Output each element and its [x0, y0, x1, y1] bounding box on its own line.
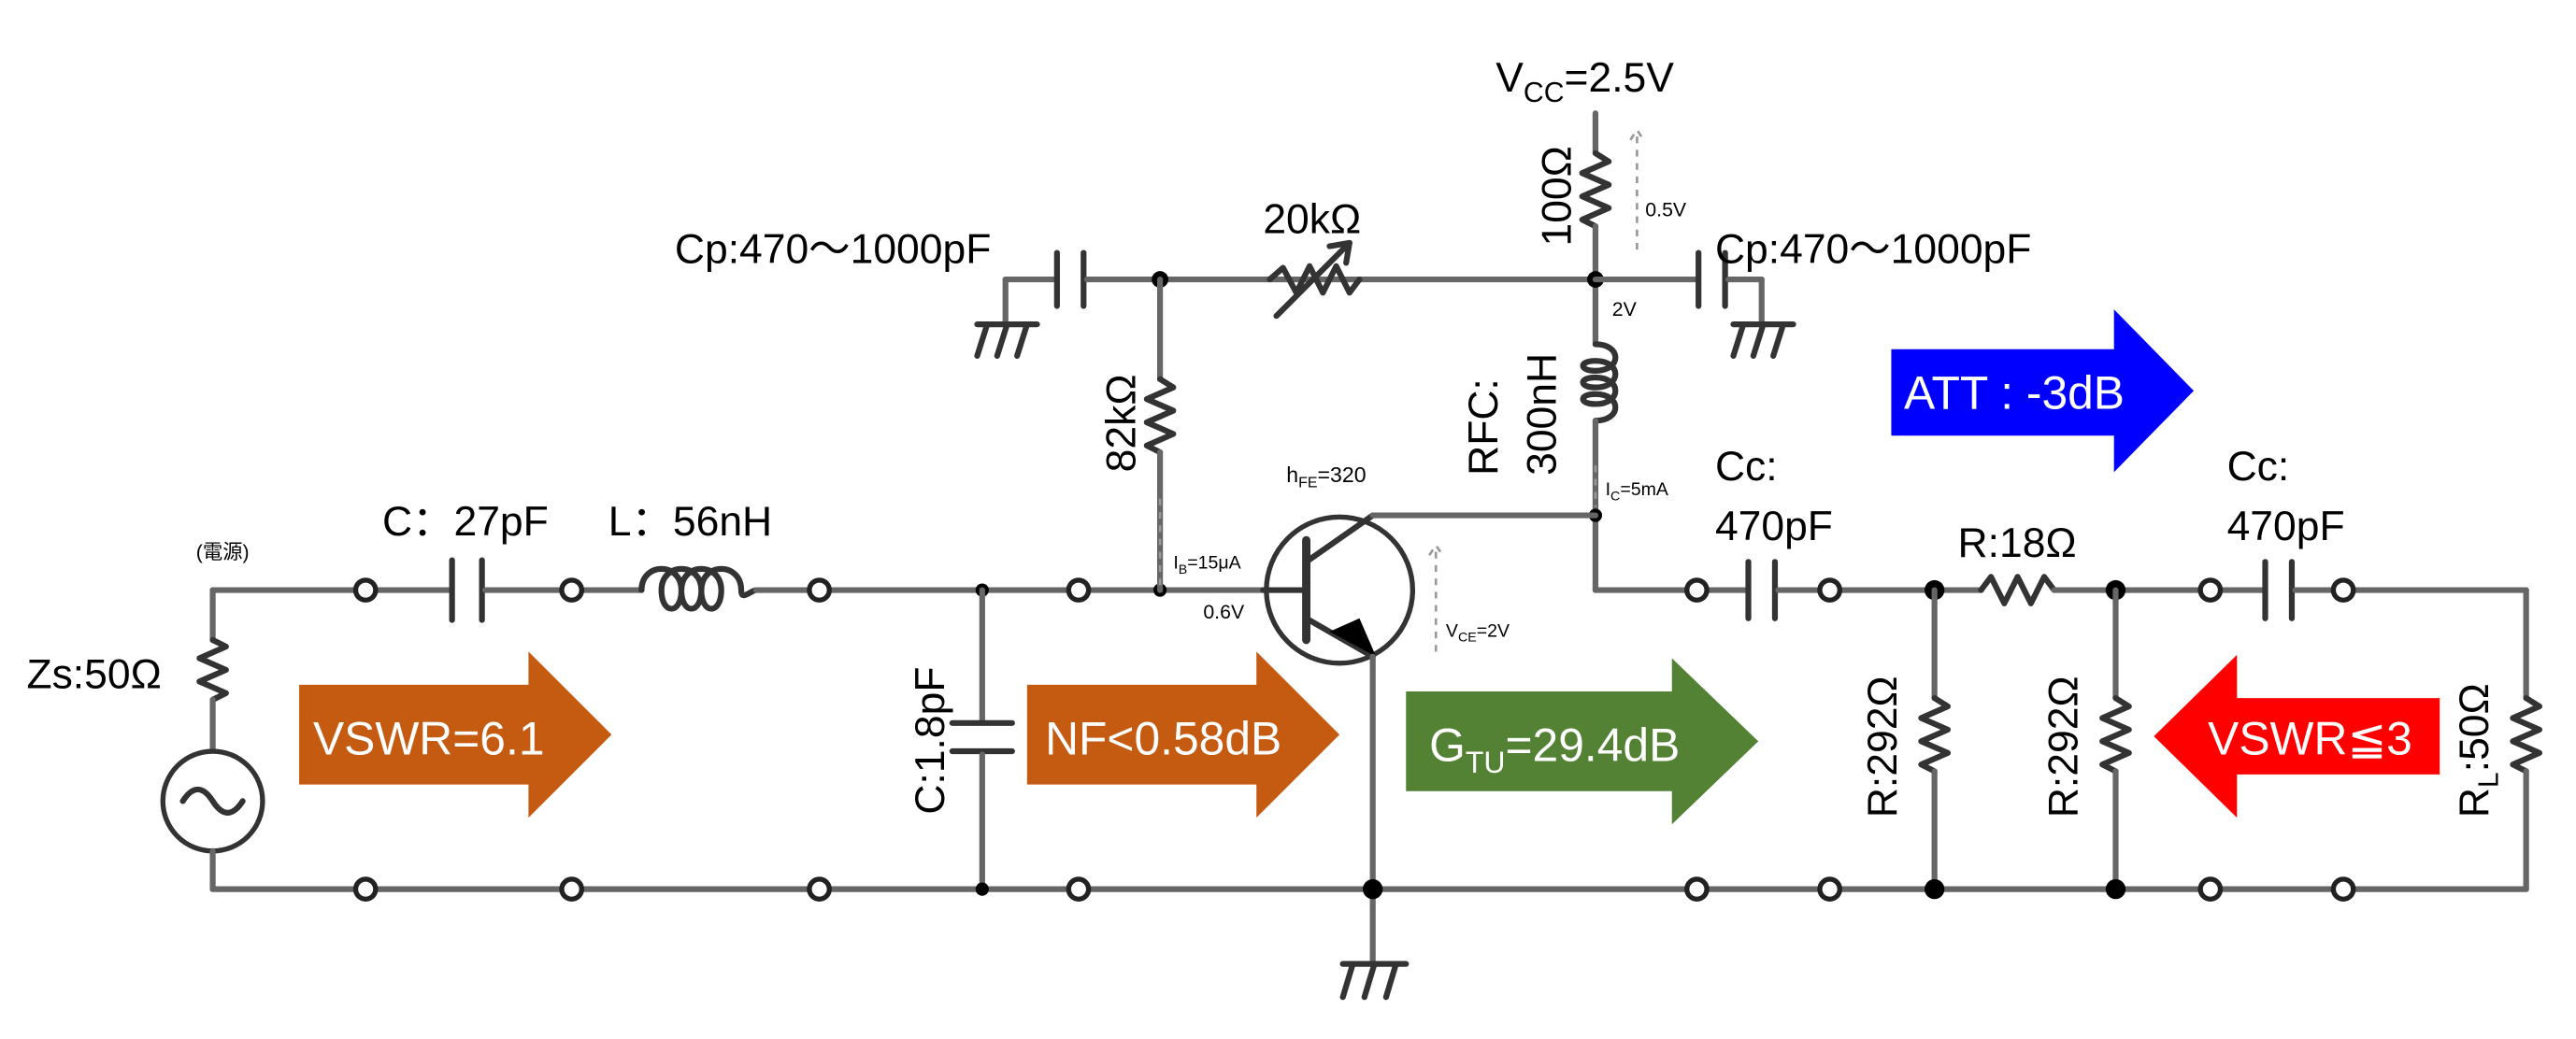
- ic-i: I: [1606, 479, 1610, 500]
- label-vcc: VCC=2.5V: [1496, 55, 1674, 108]
- label-rfc-val: 300nH: [1519, 353, 1565, 476]
- bias-network: Cp:470〜1000pF 20kΩ 82kΩ IB=15μA 0.6V: [675, 196, 1599, 623]
- arrow-att-label: ATT : -3dB: [1904, 367, 2125, 420]
- label-cp-left: Cp:470〜1000pF: [675, 226, 991, 272]
- arrow-gtu: GTU=29.4dB: [1406, 658, 1759, 825]
- vce-val: =2V: [1477, 620, 1510, 641]
- arrow-vswr-in-shape: [299, 651, 612, 818]
- transistor: hFE=320 VCE=2V: [1260, 463, 1599, 1001]
- source: (電源) Zs:50Ω: [26, 541, 357, 892]
- vce-v: V: [1446, 620, 1458, 641]
- label-cc2-b: 470pF: [2227, 504, 2345, 549]
- rfc-inductor-icon: [1580, 341, 1619, 424]
- label-r100: 100Ω: [1534, 146, 1580, 246]
- arrow-vswr-out: VSWR≦3: [2154, 654, 2440, 818]
- gtu-val: =29.4dB: [1506, 719, 1681, 772]
- label-v05: 0.5V: [1645, 199, 1687, 221]
- arrow-nf: NF<0.58dB: [1026, 651, 1340, 818]
- label-vce: VCE=2V: [1446, 620, 1510, 645]
- ic-val: =5mA: [1620, 479, 1668, 500]
- resistor-100-icon: [1579, 149, 1612, 230]
- label-cp-right: Cp:470〜1000pF: [1715, 226, 2031, 272]
- arrow-gtu-label: GTU=29.4dB: [1429, 719, 1680, 779]
- gtu-sub: TU: [1466, 746, 1506, 779]
- label-l56: L：56nH: [608, 499, 772, 545]
- label-c27: C：27pF: [382, 499, 549, 545]
- ground-icon-left: [974, 320, 1040, 359]
- label-c18: C:1.8pF: [908, 667, 953, 815]
- label-v2: 2V: [1612, 298, 1638, 320]
- resistor-18-icon: [1978, 574, 2057, 606]
- label-r82k: 82kΩ: [1098, 374, 1144, 472]
- ic-sub: C: [1610, 490, 1620, 505]
- label-rl: RL:50Ω: [2452, 683, 2505, 818]
- label-zs: Zs:50Ω: [26, 651, 161, 697]
- ground-icon-right: [1730, 320, 1796, 359]
- arrow-nf-shape: [1026, 651, 1340, 818]
- vcc-sub: CC: [1524, 78, 1565, 108]
- arrow-vswr-out-shape: [2154, 654, 2440, 818]
- terminals: [352, 577, 2356, 902]
- hfe-sub: FE: [1298, 475, 1317, 491]
- label-cc1-a: Cc:: [1715, 444, 1778, 490]
- ground-icon-emitter: [1339, 961, 1410, 1001]
- ib-sub: B: [1179, 562, 1187, 577]
- ib-val: =15μA: [1187, 552, 1240, 573]
- vce-sub: CE: [1458, 631, 1477, 646]
- resistor-rl-icon: [2510, 695, 2542, 775]
- label-r292b: R:292Ω: [2041, 676, 2087, 818]
- vcc-val: =2.5V: [1565, 55, 1675, 101]
- label-cc2-a: Cc:: [2227, 444, 2290, 490]
- arrow-vswr-in-label: VSWR=6.1: [313, 713, 545, 765]
- label-r18: R:18Ω: [1958, 520, 2077, 566]
- label-cc1-b: 470pF: [1715, 504, 1833, 549]
- label-ib: IB=15μA: [1173, 552, 1240, 576]
- rl-r: R: [2452, 788, 2497, 818]
- source-note: (電源): [196, 541, 250, 563]
- input-network: C：27pF L：56nH C:1.8pF: [374, 499, 1267, 896]
- label-r20k: 20kΩ: [1263, 196, 1361, 242]
- label-rfc: RFC:: [1461, 378, 1507, 476]
- vcc-v: V: [1496, 55, 1524, 101]
- hfe-h: h: [1286, 463, 1298, 487]
- arrow-att: ATT : -3dB: [1891, 309, 2195, 473]
- inductor-56nh-icon: [638, 565, 760, 612]
- hfe-val: =320: [1318, 463, 1367, 487]
- arrow-nf-label: NF<0.58dB: [1045, 713, 1281, 765]
- label-vbe: 0.6V: [1203, 601, 1245, 623]
- collector-network: VCC=2.5V 100Ω 0.5V 2V Cp:470〜1000pF RFC:…: [1461, 55, 2031, 593]
- label-r292a: R:292Ω: [1860, 676, 1906, 818]
- arrow-vswr-out-label: VSWR≦3: [2208, 713, 2412, 765]
- label-hfe: hFE=320: [1286, 463, 1366, 491]
- arrow-gtu-shape: [1406, 658, 1759, 825]
- label-ic: IC=5mA: [1606, 479, 1668, 504]
- arrow-vswr-in: VSWR=6.1: [299, 651, 612, 818]
- rl-val: :50Ω: [2452, 683, 2497, 772]
- ib-i: I: [1173, 552, 1178, 573]
- arrow-att-shape: [1891, 309, 2195, 473]
- rl-sub: L: [2473, 772, 2504, 788]
- output-network: Cc: 470pF R:18Ω R:292Ω R:292Ω Cc: 470pF …: [1705, 444, 2542, 900]
- gtu-g: G: [1429, 719, 1466, 772]
